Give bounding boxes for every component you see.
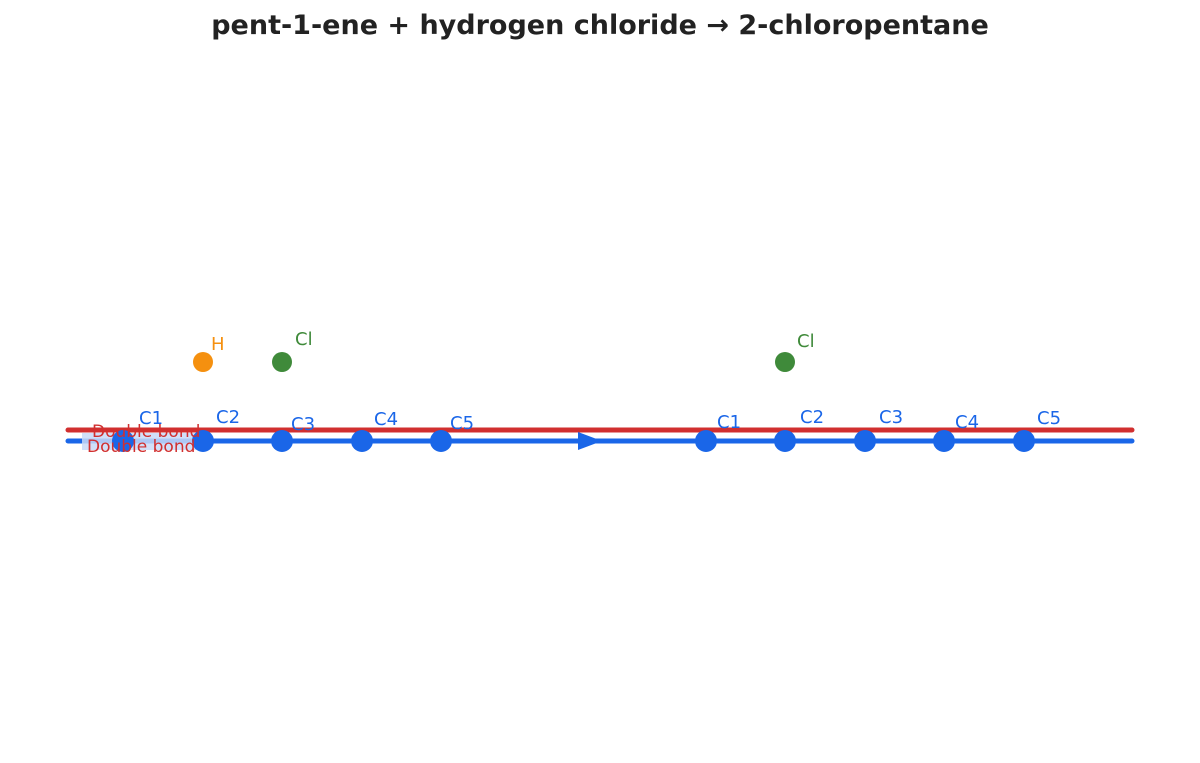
reactant-label-c3: C3: [291, 414, 315, 435]
product-chlorine-label: Cl: [797, 331, 815, 352]
product-label-c5: C5: [1037, 408, 1061, 429]
reactant-carbon-c2: [192, 430, 214, 452]
double-bond-label-secondary: Double bond: [87, 437, 195, 457]
product-chlorine-atom: [775, 352, 795, 372]
diagram-title: pent-1-ene + hydrogen chloride → 2-chlor…: [211, 10, 989, 41]
reactant-label-c5: C5: [450, 413, 474, 434]
reactant-carbon-c4: [351, 430, 373, 452]
reaction-arrow-head: [578, 432, 602, 450]
product-carbon-c4: [933, 430, 955, 452]
reactant-label-c1: C1: [139, 408, 163, 429]
hydrogen-label: H: [211, 334, 225, 355]
product-carbon-c1: [695, 430, 717, 452]
product-carbon-c3: [854, 430, 876, 452]
product-carbon-c5: [1013, 430, 1035, 452]
product-label-c4: C4: [955, 412, 979, 433]
reactant-chlorine-atom: [272, 352, 292, 372]
double-bond-label: Double bond: [92, 422, 200, 442]
reactant-carbon-c1: [112, 430, 134, 452]
reactant-chlorine-label: Cl: [295, 329, 313, 350]
product-label-c3: C3: [879, 407, 903, 428]
reactant-carbon-c3: [271, 430, 293, 452]
reactant-label-c4: C4: [374, 409, 398, 430]
product-label-c1: C1: [717, 412, 741, 433]
product-label-c2: C2: [800, 407, 824, 428]
reactant-carbon-c5: [430, 430, 452, 452]
product-carbon-c2: [774, 430, 796, 452]
hydrogen-atom: [193, 352, 213, 372]
reactant-label-c2: C2: [216, 407, 240, 428]
